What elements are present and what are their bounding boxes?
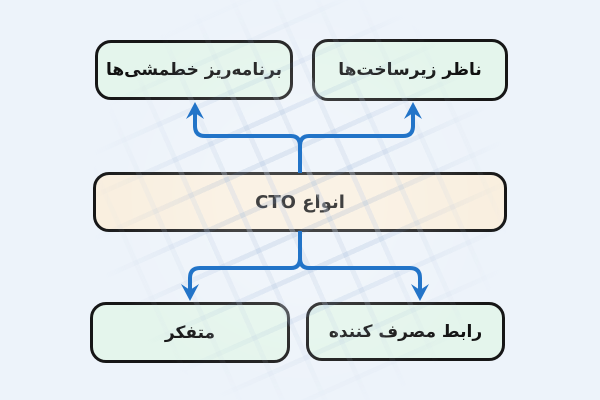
node-thinker-label: متفکر [164,322,216,343]
node-consumer-liaison: رابط مصرف کننده [306,302,505,361]
node-cto-types: انواع CTO [93,172,507,232]
node-thinker: متفکر [90,302,290,363]
node-consumer-liaison-label: رابط مصرف کننده [328,321,483,342]
arrow-to-bottom-left [188,231,302,292]
node-cto-types-label: انواع CTO [255,191,345,213]
node-infrastructure-supervisor: ناظر زیرساخت‌ها [312,39,508,101]
arrow-to-bottom-right [298,231,422,292]
arrowhead-bottom-right-icon [411,284,429,301]
node-policy-planner: برنامه‌ریز خطمشی‌ها [95,40,293,100]
arrowhead-top-right-icon [404,102,422,119]
arrow-to-top-left [193,112,302,173]
arrow-to-top-right [298,112,415,173]
arrowhead-top-left-icon [186,102,204,119]
node-infrastructure-supervisor-label: ناظر زیرساخت‌ها [338,60,482,80]
arrowhead-bottom-left-icon [181,284,199,301]
node-policy-planner-label: برنامه‌ریز خطمشی‌ها [105,60,283,80]
